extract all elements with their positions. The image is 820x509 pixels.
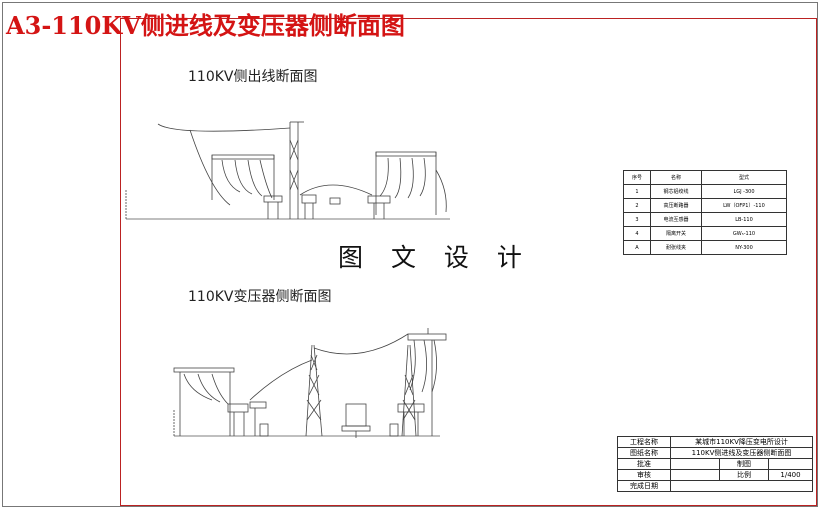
title-block-row: 工程名称 某城市110KV降压变电所设计: [617, 436, 813, 448]
project-label: 工程名称: [617, 436, 671, 448]
table-row: 4 隔离开关 GW₅-110: [623, 226, 787, 241]
date-value: [670, 480, 813, 492]
table-cell: 1: [623, 184, 651, 199]
approve-value: [670, 458, 720, 470]
title-block-row: 审核 比例 1/400: [617, 469, 813, 481]
title-block-row: 完成日期: [617, 480, 813, 492]
table-cell: LB-110: [701, 212, 787, 227]
drawing-title: A3-110KV侧进线及变压器侧断面图: [6, 11, 405, 40]
drawn-label: 制图: [719, 458, 769, 470]
table-cell: GW₅-110: [701, 226, 787, 241]
drawing-frame: [120, 18, 817, 506]
title-block-row: 批准 制图: [617, 458, 813, 470]
table-row: 2 高压断路器 LW（OFP1）-110: [623, 198, 787, 213]
scale-label: 比例: [719, 469, 769, 481]
approve-label: 批准: [617, 458, 671, 470]
table-cell: LGJ -300: [701, 184, 787, 199]
table-cell: NY-300: [701, 240, 787, 255]
drawing-value: 110KV侧进线及变压器侧断面图: [670, 447, 813, 459]
header-cell: 序号: [623, 170, 651, 185]
drawing-label: 图纸名称: [617, 447, 671, 459]
drawn-value: [768, 458, 813, 470]
table-cell: 3: [623, 212, 651, 227]
review-value: [670, 469, 720, 481]
equipment-table: 序号 名称 型式 1 钢芯铝绞线 LGJ -300 2 高压断路器 LW（OFP…: [623, 170, 787, 255]
table-cell: 隔离开关: [650, 226, 702, 241]
table-cell: A: [623, 240, 651, 255]
table-cell: 钢芯铝绞线: [650, 184, 702, 199]
title-block-row: 图纸名称 110KV侧进线及变压器侧断面图: [617, 447, 813, 459]
transformer-side-section: [173, 328, 447, 438]
table-row: 1 钢芯铝绞线 LGJ -300: [623, 184, 787, 199]
table-cell: 4: [623, 226, 651, 241]
watermark: 图 文 设 计: [338, 243, 532, 272]
section-outgoing-title: 110KV侧出线断面图: [188, 69, 318, 85]
table-cell: 耐张线夹: [650, 240, 702, 255]
scale-value: 1/400: [768, 469, 813, 481]
outgoing-line-section: [125, 121, 450, 220]
table-header-row: 序号 名称 型式: [623, 170, 787, 185]
review-label: 审核: [617, 469, 671, 481]
section-transformer-title: 110KV变压器侧断面图: [188, 289, 332, 305]
table-cell: 电流互感器: [650, 212, 702, 227]
header-cell: 名称: [650, 170, 702, 185]
header-cell: 型式: [701, 170, 787, 185]
table-cell: LW（OFP1）-110: [701, 198, 787, 213]
table-row: 3 电流互感器 LB-110: [623, 212, 787, 227]
table-cell: 高压断路器: [650, 198, 702, 213]
project-value: 某城市110KV降压变电所设计: [670, 436, 813, 448]
table-cell: 2: [623, 198, 651, 213]
date-label: 完成日期: [617, 480, 671, 492]
table-row: A 耐张线夹 NY-300: [623, 240, 787, 255]
title-block: 工程名称 某城市110KV降压变电所设计 图纸名称 110KV侧进线及变压器侧断…: [617, 436, 813, 492]
